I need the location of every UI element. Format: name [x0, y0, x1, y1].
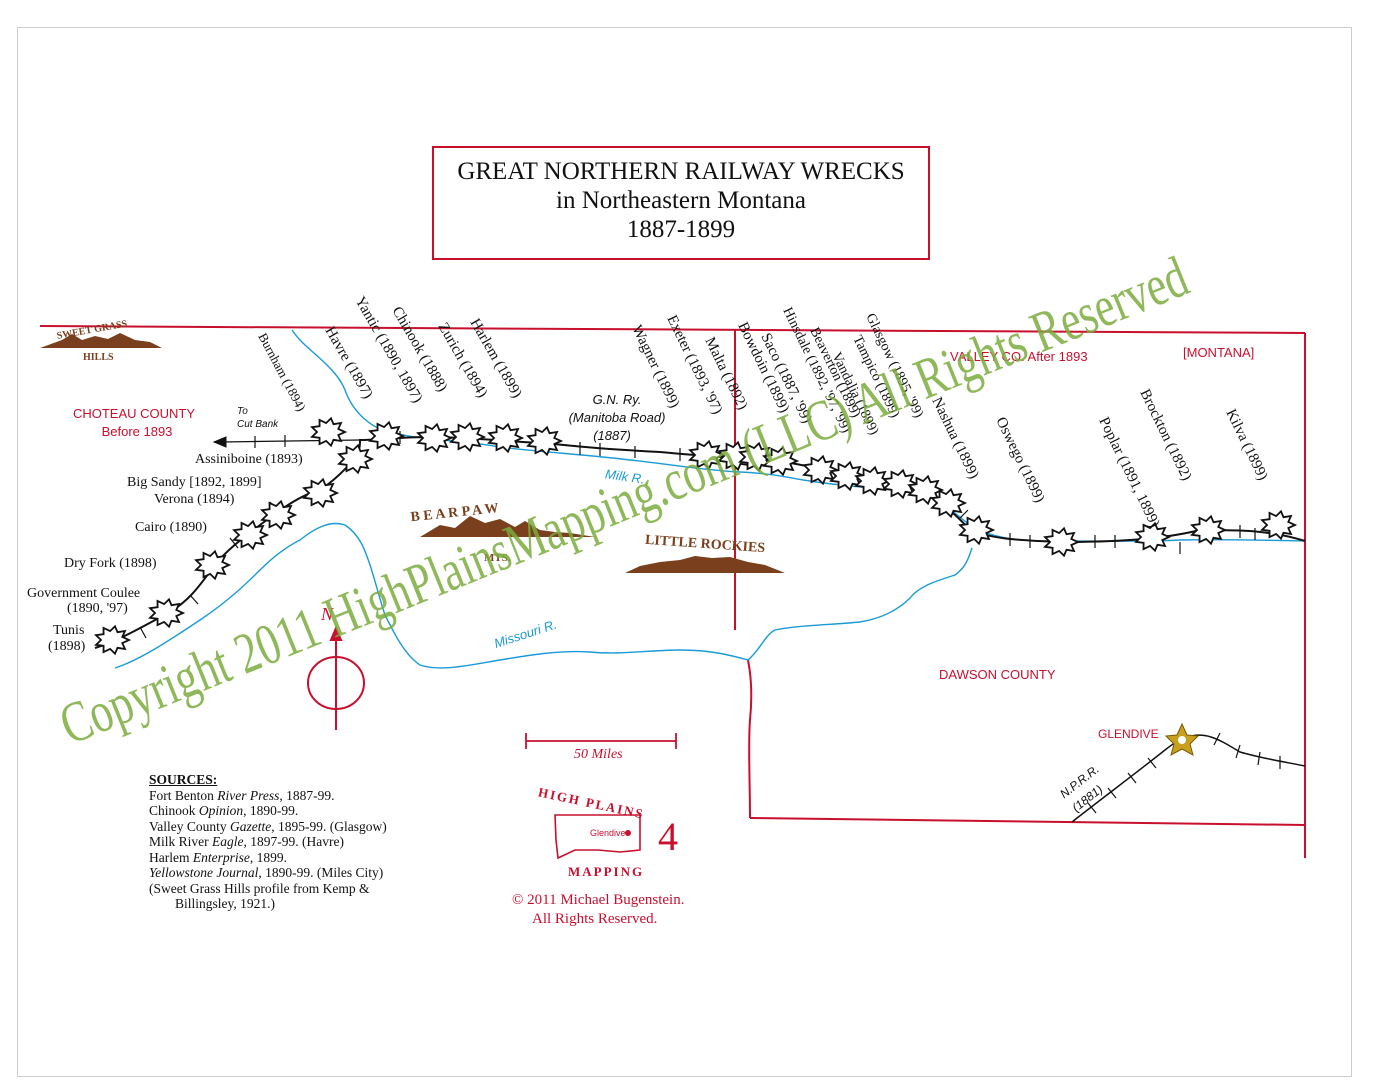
- station-label: Burnham (1894): [255, 330, 309, 413]
- wreck-burst-icon: [487, 422, 525, 454]
- logo-city: Glendive: [590, 828, 626, 838]
- north-arrow-icon: [307, 625, 365, 730]
- wreck-burst-icon: [368, 420, 406, 452]
- station-label: Havre (1897): [322, 324, 376, 402]
- wreck-burst-icon: [854, 465, 892, 497]
- missouri-river: [114, 522, 973, 669]
- wreck-burst-icon: [930, 487, 968, 519]
- sources-note-2: Billingsley, 1921.): [175, 896, 275, 911]
- wreck-burst-icon: [688, 439, 726, 471]
- wreck-burst-icon: [882, 468, 920, 500]
- scale-bar: [525, 733, 677, 749]
- little-rockies-label: LITTLE ROCKIES: [645, 533, 766, 556]
- wreck-burst-icon: [94, 624, 132, 656]
- wreck-burst-icon: [762, 445, 800, 477]
- title-line-3: 1887-1899: [626, 216, 736, 243]
- wreck-burst-icon: [310, 416, 348, 448]
- wreck-burst-icon: [449, 421, 487, 453]
- wreck-burst-icon: [526, 425, 564, 457]
- wreck-burst-icon: [194, 549, 232, 581]
- region-montana: [MONTANA]: [1183, 345, 1254, 360]
- sweet-grass-hills-icon: [40, 333, 162, 348]
- county-boundaries: [39, 325, 1306, 858]
- source-line: Harlem Enterprise, 1899.: [149, 849, 287, 865]
- gn-ry-label-2: (Manitoba Road): [569, 410, 666, 425]
- wreck-burst-icon: [1190, 514, 1228, 546]
- wreck-burst-icon: [1043, 526, 1081, 558]
- wreck-burst-icon: [958, 514, 996, 546]
- source-line: Chinook Opinion, 1890-99.: [149, 803, 299, 818]
- source-line: Valley County Gazette, 1895-99. (Glasgow…: [149, 818, 387, 834]
- station-label: Poplar (1891, 1899): [1095, 415, 1162, 530]
- station-big-sandy: Big Sandy [1892, 1899]: [127, 475, 262, 490]
- region-valley: VALLEY CO. After 1893: [950, 349, 1088, 364]
- station-verona: Verona (1894): [154, 492, 235, 507]
- station-label: Brockton (1892): [1136, 387, 1194, 484]
- station-label: Oswego (1899): [992, 415, 1047, 506]
- wreck-burst-icon: [829, 460, 867, 492]
- page-frame: [17, 27, 1352, 1077]
- source-line: Fort Benton River Press, 1887-99.: [149, 787, 335, 803]
- credit-line-2: All Rights Reserved.: [532, 911, 658, 927]
- sources-heading: SOURCES:: [149, 772, 218, 787]
- logo-bottom: MAPPING: [568, 864, 644, 879]
- station-assiniboine: Assiniboine (1893): [195, 452, 303, 467]
- gn-ry-label: G.N. Ry.: [593, 392, 642, 407]
- sweet-grass-label-2: HILLS: [83, 352, 114, 363]
- station-government-coulee-years: (1890, '97): [67, 601, 128, 616]
- region-choteau: CHOTEAU COUNTY: [73, 406, 195, 421]
- wreck-burst-icon: [260, 499, 298, 531]
- wreck-markers: [94, 416, 1298, 656]
- wreck-burst-icon: [302, 477, 340, 509]
- scale-label: 50 Miles: [574, 747, 623, 762]
- mountains: [40, 333, 785, 573]
- left-station-labels: Assiniboine (1893) Big Sandy [1892, 1899…: [27, 452, 303, 654]
- missouri-label: Missouri R.: [492, 617, 558, 651]
- milk-label: Milk R.: [604, 466, 645, 486]
- high-plains-mapping-logo: [554, 814, 641, 860]
- gn-ry-label-3: (1887): [593, 428, 631, 443]
- logo-top: HIGH PLAINS: [537, 784, 646, 821]
- station-tunis-year: (1898): [48, 639, 86, 654]
- source-line: Yellowstone Journal, 1890-99. (Miles Cit…: [149, 865, 384, 880]
- city-glendive: GLENDIVE: [1098, 727, 1159, 741]
- credit-line-1: © 2011 Michael Bugenstein.: [512, 892, 685, 908]
- glendive-star-icon: [1164, 722, 1200, 757]
- sources-note: (Sweet Grass Hills profile from Kemp &: [149, 880, 370, 896]
- sources-block: SOURCES: Fort Benton River Press, 1887-9…: [149, 772, 387, 912]
- wreck-burst-icon: [416, 422, 454, 454]
- wreck-burst-icon: [1260, 509, 1298, 541]
- north-label: N: [320, 604, 334, 624]
- station-label: Kilva (1899): [1222, 407, 1270, 483]
- to-cut-bank-2: Cut Bank: [237, 419, 279, 430]
- little-rockies-icon: [625, 556, 785, 573]
- station-government-coulee: Government Coulee: [27, 586, 140, 601]
- region-dawson: DAWSON COUNTY: [939, 667, 1056, 682]
- bear-paw-mts-icon: [420, 516, 595, 537]
- wreck-burst-icon: [802, 454, 840, 486]
- station-tunis: Tunis: [53, 623, 84, 638]
- copyright-credit: © 2011 Michael Bugenstein. All Rights Re…: [512, 891, 684, 929]
- map-title-box: GREAT NORTHERN RAILWAY WRECKS in Northea…: [432, 146, 930, 260]
- map-labels: CHOTEAU COUNTY Before 1893 VALLEY CO. Af…: [56, 319, 1254, 879]
- logo-number: 4: [658, 814, 678, 859]
- wreck-burst-icon: [232, 519, 270, 551]
- wreck-burst-icon: [148, 597, 186, 629]
- station-cairo: Cairo (1890): [135, 520, 207, 535]
- sources-list: Fort Benton River Press, 1887-99.Chinook…: [149, 788, 387, 881]
- nprr-ties: [1087, 732, 1281, 814]
- station-dry-fork: Dry Fork (1898): [64, 556, 157, 571]
- bear-paw-mts-label: MTS.: [484, 552, 511, 564]
- wreck-burst-icon: [1134, 521, 1172, 553]
- title-line-2: in Northeastern Montana: [556, 187, 806, 214]
- wreck-burst-icon: [337, 443, 375, 475]
- source-line: Milk River Eagle, 1897-99. (Havre): [149, 834, 344, 849]
- title-line-1: GREAT NORTHERN RAILWAY WRECKS: [457, 158, 905, 185]
- region-choteau-date: Before 1893: [102, 424, 173, 439]
- to-cut-bank-1: To: [237, 406, 248, 417]
